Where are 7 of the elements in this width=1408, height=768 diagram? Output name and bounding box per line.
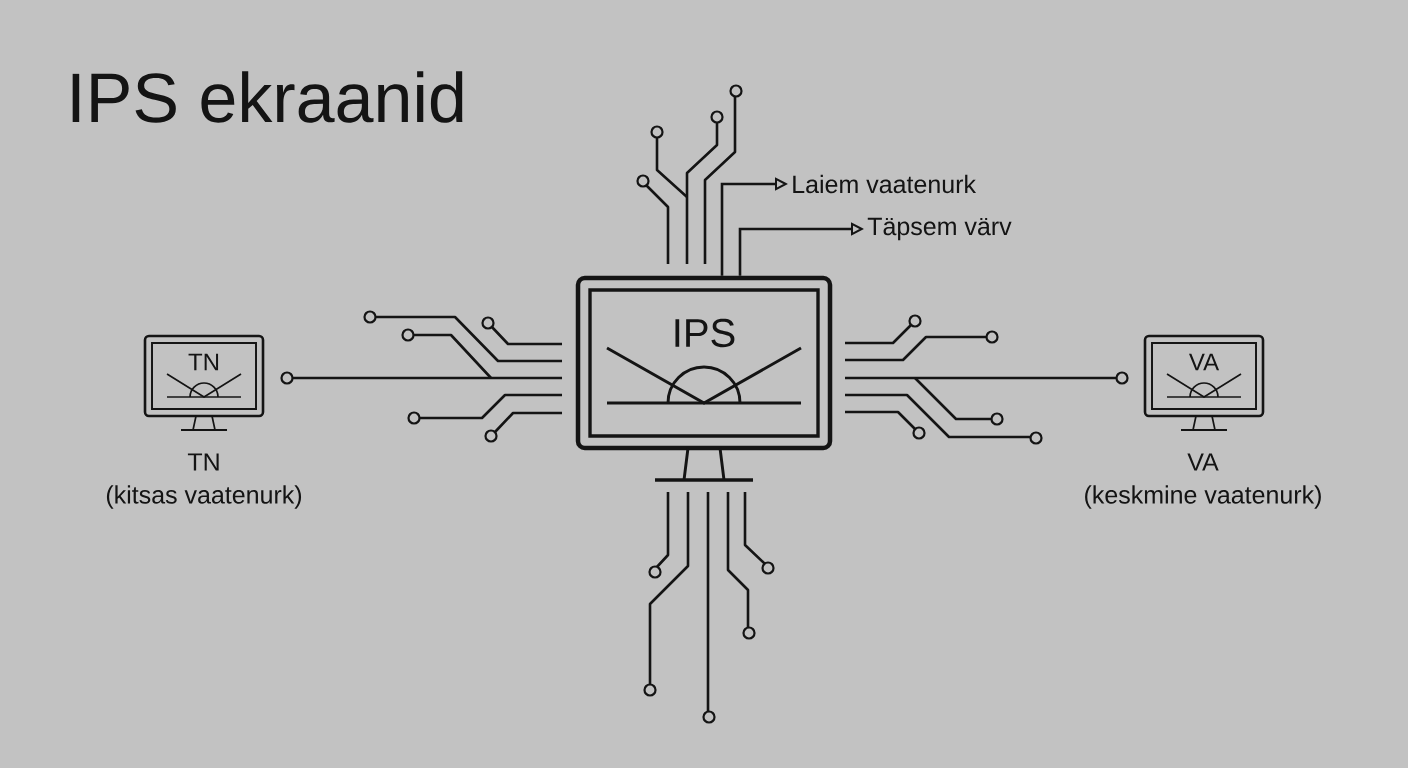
caption-text: TN bbox=[187, 453, 219, 471]
feature-label: Täpsem värv bbox=[867, 217, 1012, 241]
caption-text: (kitsas vaatenurk) bbox=[106, 485, 302, 509]
feature-label: Laiem vaatenurk bbox=[793, 174, 976, 194]
caption-text: VA bbox=[1187, 453, 1219, 471]
title: IPS ekraanid bbox=[72, 71, 463, 123]
caption-text: (keskmine vaatenurk) bbox=[1085, 485, 1321, 509]
